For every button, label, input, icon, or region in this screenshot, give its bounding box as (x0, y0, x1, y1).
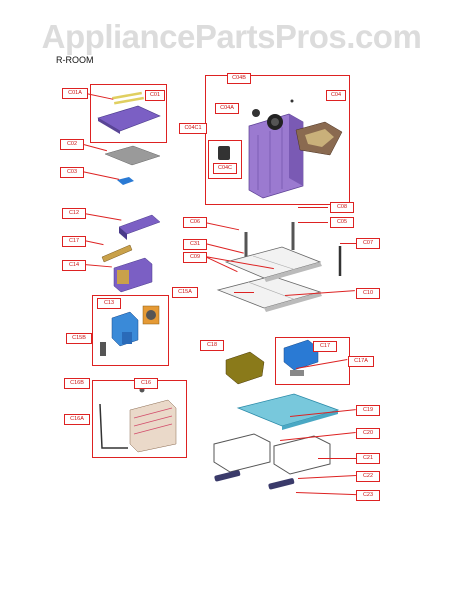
label-c09: C09 (183, 252, 207, 263)
label-c08: C08 (330, 202, 354, 213)
label-c04c: C04C (213, 163, 237, 174)
label-c16a: C16A (64, 414, 90, 425)
c21-crisper-right (273, 435, 331, 475)
label-c23: C23 (356, 490, 380, 501)
label-c15a: C15A (172, 287, 198, 298)
label-c06: C06 (183, 217, 207, 228)
label-c22: C22 (356, 471, 380, 482)
label-c04b: C04B (227, 73, 251, 84)
label-c17-cover: C17 (313, 341, 337, 352)
group-box-c04c (208, 140, 242, 179)
label-c04: C04 (326, 90, 346, 101)
shelf-frame-assembly (216, 222, 342, 312)
c02-filter-pad (104, 145, 161, 166)
label-c16: C16 (134, 378, 158, 389)
leader-line (234, 292, 254, 293)
c01-cover-assembly (97, 91, 161, 134)
group-box-c04 (205, 75, 350, 205)
label-c12: C12 (62, 208, 86, 219)
label-c01a: C01A (62, 88, 88, 99)
c19-shelf (236, 393, 340, 427)
group-box-c01 (90, 84, 167, 143)
label-c16b: C16B (64, 378, 90, 389)
leader-line (318, 458, 356, 459)
label-c04a: C04A (215, 103, 239, 114)
label-c13: C13 (97, 298, 121, 309)
label-c19: C19 (356, 405, 380, 416)
group-box-c13 (92, 295, 169, 366)
leader-line (340, 243, 360, 244)
label-c20: C20 (356, 428, 380, 439)
c03-clip (117, 177, 134, 185)
c17-bracket (101, 244, 133, 263)
c16-ice-tray-assembly (99, 387, 177, 453)
c18-ice-chute (225, 351, 265, 385)
label-c07: C07 (356, 238, 380, 249)
label-c17: C17 (62, 236, 86, 247)
label-c04c1: C04C1 (179, 123, 207, 134)
leader-line (298, 207, 328, 208)
leader-line (298, 222, 328, 223)
c17-cover (283, 339, 319, 371)
c21-crisper-left (213, 433, 271, 473)
label-c21: C21 (356, 453, 380, 464)
c13-dispenser-assembly (100, 305, 160, 356)
label-c15b: C15B (66, 333, 92, 344)
label-c18: C18 (200, 340, 224, 351)
label-c02: C02 (60, 139, 84, 150)
label-c31: C31 (183, 239, 207, 250)
label-c10: C10 (356, 288, 380, 299)
label-c14: C14 (62, 260, 86, 271)
c23-handle-left (214, 470, 241, 482)
c04a-motor (252, 109, 260, 117)
c04-evaporator-cover (248, 113, 343, 199)
c12-ice-bin (118, 214, 161, 235)
section-title: R-ROOM (56, 55, 94, 65)
c23-handle-right (268, 478, 295, 490)
label-c05: C05 (330, 217, 354, 228)
label-c17a: C17A (348, 356, 374, 367)
c17a-part (290, 370, 304, 376)
c04c-fan-cover (218, 146, 230, 160)
c04b-screw (290, 99, 294, 103)
label-c01: C01 (145, 90, 165, 101)
label-c03: C03 (60, 167, 84, 178)
site-title: AppliancePartsPros.com (41, 18, 422, 55)
